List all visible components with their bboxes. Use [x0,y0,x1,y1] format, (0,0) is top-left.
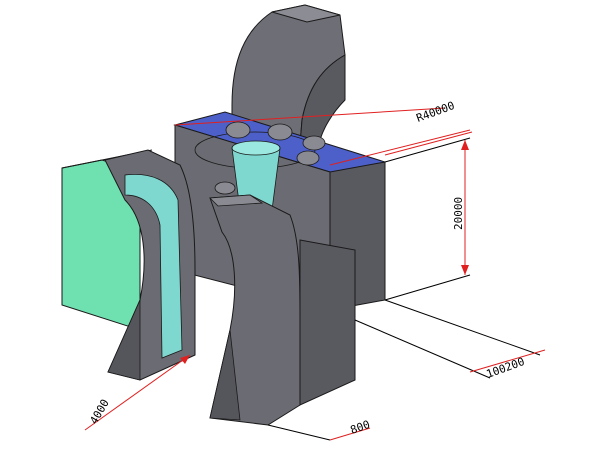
dim-label-height: 20000 [452,197,465,230]
dimension-base-offset: 800 [267,418,372,441]
dim-label-top: R40000 [415,99,457,125]
dome-bumps [214,121,326,195]
dimension-depth: 100200 [354,299,546,381]
front-leg [209,194,356,426]
dim-label-depth: 100200 [485,355,527,381]
dimension-height: 20000 [384,137,471,301]
teal-channel [124,174,183,359]
dim-label-base: 800 [349,418,372,437]
left-panel-block [61,149,153,331]
teal-cylinder [231,140,281,211]
left-leg [104,149,196,381]
back-arch [231,4,346,151]
dim-label-front: 4000 [87,397,112,426]
